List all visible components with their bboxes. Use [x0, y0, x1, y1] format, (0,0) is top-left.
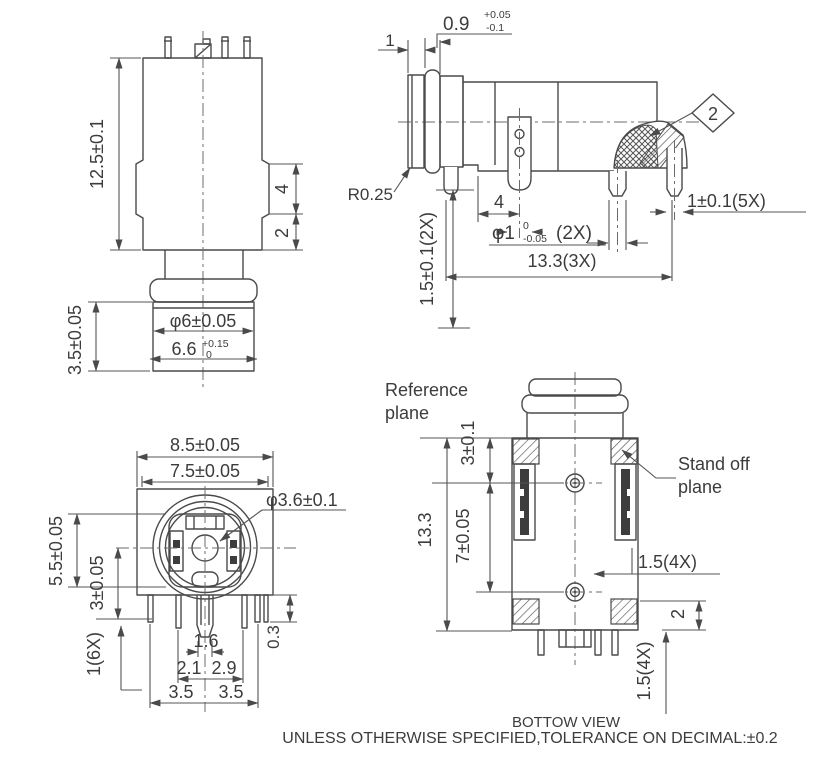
footer: BOTTOW VIEW UNLESS OTHERWISE SPECIFIED,T…	[282, 714, 778, 747]
balloon-diamond	[691, 93, 735, 133]
dim-pin-dia: φ1	[492, 223, 515, 244]
top-pins	[164, 36, 251, 59]
slot-right	[614, 463, 637, 541]
dim-pin-width: 1±0.1(5X)	[687, 191, 766, 211]
dim-pin-35-left: 3.5	[168, 682, 193, 702]
dim-barrel-outer: 6.6	[171, 339, 196, 359]
dim-pin-dia-suffix: (2X)	[556, 223, 592, 244]
side-view: 12.5±0.1 4 2 3.5±0.05 φ6±0.05 6.6 +0.15 …	[65, 31, 303, 387]
dim-body-height: 12.5±0.1	[87, 119, 107, 189]
dim-inner-width: 7.5±0.05	[170, 461, 240, 481]
dim-slot-15: 1.5(4X)	[638, 552, 697, 572]
dim-center-dia: φ3.6±0.1	[266, 490, 338, 510]
dim-edge-2: 2	[668, 609, 688, 619]
dim-ring2: 0.9	[443, 14, 469, 35]
dim-barrel-dia: φ6±0.05	[170, 311, 237, 331]
dim-pin-29: 2.9	[211, 658, 236, 678]
label-reference-plane-2: plane	[385, 403, 429, 423]
label-standoff-plane-2: plane	[678, 477, 722, 497]
dim-wing-height: 4	[272, 184, 292, 194]
side-barrel	[149, 250, 258, 372]
dim-standoff: 1.5±0.1(2X)	[417, 212, 437, 306]
dim-wing-offset: 2	[272, 228, 292, 238]
dim-pin-offset: 4	[494, 192, 504, 212]
dim-pin-16: 1.6	[193, 631, 218, 651]
balloon-label: 2	[708, 104, 718, 124]
dim-front-center: 3±0.05	[87, 556, 107, 611]
profile-body	[462, 76, 658, 172]
dim-length: 13.3(3X)	[527, 251, 596, 271]
bottom-pins	[537, 629, 619, 656]
dim-barrel-outer-tol-dn: 0	[206, 349, 212, 361]
corner-pad-br	[610, 598, 638, 625]
dim-pin-gap: 0.3	[264, 625, 283, 649]
dim-pin-dia-tol-up: 0	[523, 220, 529, 232]
front-view: 8.5±0.05 7.5±0.05 φ3.6±0.1 5.5±0.05 3±0.…	[46, 435, 346, 712]
front-pins	[147, 594, 269, 638]
bottom-view: Reference plane Stand off plane 13.3 3±0…	[385, 372, 751, 714]
dim-bottom-height: 13.3	[415, 512, 435, 547]
dim-front-height: 5.5±0.05	[46, 516, 66, 586]
dim-pin-standoff-15: 1.5(4X)	[634, 641, 654, 700]
bottom-barrel-cap	[528, 378, 622, 397]
dim-flange-width: 8.5±0.05	[170, 435, 240, 455]
dim-barrel-outer-tol-up: +0.15	[202, 338, 229, 350]
corner-pad-tl	[512, 438, 540, 465]
dim-ring1: 1	[385, 31, 394, 50]
dim-hole-pitch: 7±0.05	[453, 509, 473, 564]
front-right-contact	[226, 530, 241, 572]
dim-barrel-length: 3.5±0.05	[65, 305, 85, 375]
view-title: BOTTOW VIEW	[512, 714, 621, 731]
dim-pin-35-right: 3.5	[218, 682, 243, 702]
front-left-contact	[169, 530, 184, 572]
dim-radius: R0.25	[348, 185, 393, 204]
dim-front-pin: 1(6X)	[84, 632, 104, 676]
label-reference-plane-1: Reference	[385, 380, 468, 400]
dim-pin-21: 2.1	[176, 658, 201, 678]
dim-pin-dia-tol-dn: -0.05	[523, 233, 547, 245]
slot-left	[513, 463, 536, 541]
tolerance-note: UNLESS OTHERWISE SPECIFIED,TOLERANCE ON …	[282, 730, 778, 747]
profile-view: 1 0.9 +0.05 -0.1 R0.25 4 φ1 0 -0.05 (2X)…	[348, 9, 806, 329]
bottom-barrel-ring	[521, 394, 629, 414]
dim-hole-offset: 3±0.1	[458, 421, 478, 466]
profile-rim	[407, 74, 425, 169]
label-standoff-plane-1: Stand off	[678, 454, 751, 474]
dim-ring2-tol-dn: -0.1	[486, 22, 504, 34]
dim-ring2-tol-up: +0.05	[484, 9, 511, 21]
corner-pad-bl	[512, 598, 540, 625]
